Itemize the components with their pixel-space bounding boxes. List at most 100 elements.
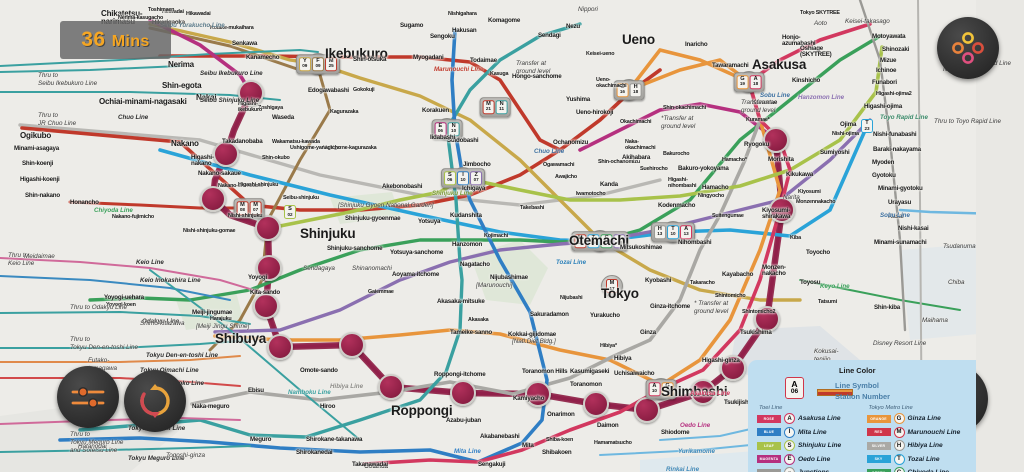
station-label[interactable]: Kita-sando	[250, 289, 280, 296]
route-station-marker[interactable]	[255, 215, 281, 241]
station-label[interactable]: Uchisaiwaicho	[614, 370, 655, 377]
station-label[interactable]: Omote-sando	[300, 367, 338, 374]
station-label[interactable]: Minami-gyotoku	[878, 185, 923, 192]
station-label[interactable]: Yurakucho	[590, 312, 620, 319]
station-label[interactable]: Tokyo	[601, 286, 639, 301]
station-label[interactable]: Mita	[522, 442, 534, 449]
station-label[interactable]: Otemachi	[569, 233, 629, 248]
station-label[interactable]: Shinjuku-sanchome	[327, 245, 383, 252]
station-label[interactable]: Shirokanedai	[296, 449, 333, 456]
station-label[interactable]: Hiroo	[320, 403, 336, 410]
station-label[interactable]: Myogadani	[413, 54, 444, 61]
route-station-marker[interactable]	[450, 380, 476, 406]
station-label[interactable]: Suehirocho	[640, 166, 668, 172]
station-label[interactable]: Asakusa	[752, 57, 807, 72]
route-station-marker[interactable]	[253, 293, 279, 319]
station-label[interactable]: Kiyosumi	[798, 189, 821, 195]
station-label[interactable]: Shin-kiba	[874, 304, 901, 311]
station-label[interactable]: Nishigahara	[448, 11, 477, 17]
station-label[interactable]: Nishi-shinjuku	[228, 213, 263, 219]
station-label[interactable]: Tameike-sanno	[450, 329, 492, 336]
station-label[interactable]: Zoshigaya	[258, 105, 283, 111]
route-station-marker[interactable]	[763, 127, 789, 153]
station-label[interactable]: Hikawadai	[186, 11, 211, 17]
station-label[interactable]: Shinozaki	[882, 46, 910, 53]
station-label[interactable]: Urayasu	[888, 199, 912, 206]
station-label[interactable]: Sugamo	[400, 22, 424, 29]
station-label[interactable]: Nagatacho	[460, 261, 490, 268]
station-label[interactable]: Azabu-juban	[446, 417, 481, 424]
station-label[interactable]: Kikukawa	[786, 171, 813, 178]
station-label[interactable]: Suitengumae	[712, 213, 744, 219]
station-label[interactable]: Hibiya*	[600, 343, 617, 349]
station-label[interactable]: Ikebukuro	[325, 46, 388, 61]
station-label[interactable]: Nakai	[196, 93, 217, 102]
station-label[interactable]: Shintomicho	[715, 293, 746, 299]
station-label[interactable]: Kuramae	[752, 99, 778, 106]
station-label[interactable]: Gokokuji	[353, 87, 375, 93]
route-station-marker[interactable]	[213, 141, 239, 167]
station-label[interactable]: Monzennakacho	[796, 199, 836, 205]
station-label[interactable]: Shin-ochanomizu	[598, 159, 640, 165]
reset-view-button[interactable]	[124, 370, 186, 432]
station-label[interactable]: Naka- okachimachi	[625, 139, 656, 151]
station-label[interactable]: Toranomon Hills	[522, 368, 568, 375]
station-label[interactable]: Ueno-hirokoji	[576, 109, 614, 116]
station-label[interactable]: Ningyocho	[698, 193, 725, 199]
station-label[interactable]: Morishita	[768, 156, 794, 163]
station-label[interactable]: Shintomicho2	[742, 309, 776, 315]
station-label[interactable]: Tokyo SKYTREE	[800, 10, 840, 16]
station-label[interactable]: Tsukishima	[740, 329, 772, 336]
station-label[interactable]: Meguro	[250, 436, 272, 443]
station-label[interactable]: Seibu-shinjuku	[283, 195, 319, 201]
station-label[interactable]: Roppongi-itchome	[434, 371, 486, 378]
station-label[interactable]: Keisei-ueno	[586, 51, 615, 57]
station-label[interactable]: Shinjuku-gyoenmae	[345, 215, 401, 222]
station-label[interactable]: Kotake-mukaihara	[210, 25, 254, 31]
station-label[interactable]: Sumiyoshi	[820, 149, 850, 156]
station-label[interactable]: Kasuga	[490, 71, 509, 77]
station-label[interactable]: Shiba-koen	[546, 437, 574, 443]
station-label[interactable]: Ogikubo	[20, 131, 52, 140]
station-label[interactable]: Iwamotocho	[576, 191, 606, 197]
route-station-marker[interactable]	[754, 306, 780, 332]
station-label[interactable]: Kayabacho	[722, 271, 754, 278]
station-label[interactable]: Nishi-ojima	[832, 131, 859, 137]
station-label[interactable]: Akebonobashi	[382, 183, 423, 190]
route-station-marker[interactable]	[200, 186, 226, 212]
station-label[interactable]: Kagurazaka	[330, 109, 359, 115]
station-label[interactable]: Shinjuku	[300, 226, 356, 241]
station-label[interactable]: Ojima	[840, 121, 857, 128]
station-label[interactable]: Motoyawata	[872, 33, 906, 40]
station-label[interactable]: Higashi-ojima	[864, 103, 902, 110]
station-label[interactable]: Komagome	[488, 17, 521, 24]
station-label[interactable]: Higashi- nakano	[191, 154, 214, 168]
route-station-marker[interactable]	[634, 397, 660, 423]
station-label[interactable]: Minami-sunamachi	[874, 239, 927, 246]
station-label[interactable]: Ichinoe	[876, 67, 897, 74]
station-label[interactable]: Edogawabashi	[308, 87, 349, 94]
station-label[interactable]: Inaricho	[685, 41, 708, 48]
station-label[interactable]: Honancho	[70, 199, 99, 206]
